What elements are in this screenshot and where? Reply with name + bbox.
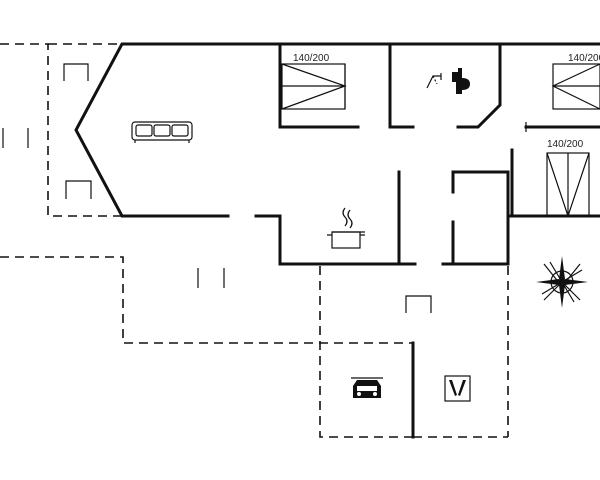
window-mark-carport: [197, 268, 225, 288]
bed-label-2: 140/200: [568, 53, 600, 64]
annex-outline: [319, 266, 413, 438]
window-marks: [2, 122, 527, 288]
car-icon: [351, 377, 383, 398]
wall-south-right: [441, 214, 600, 266]
wall-kitchen-bottom: [254, 214, 417, 266]
terrace-outline-left: [0, 43, 122, 217]
carport-outline: [0, 256, 413, 344]
bed-icon: [551, 63, 600, 110]
window-mark-left: [2, 128, 29, 148]
dashed-outlines: [0, 43, 509, 438]
wall-bathroom-right: [456, 42, 502, 129]
doorway-icon: [405, 295, 432, 313]
doorway-icon: [63, 63, 89, 81]
bed-icon: [546, 152, 590, 218]
walls: [74, 42, 600, 439]
doorway-icon: [63, 63, 432, 313]
cooking-pot-icon: [327, 207, 365, 249]
toilet-icon: [452, 68, 470, 94]
bed-icon: [281, 63, 347, 110]
compass-rose-icon: [536, 256, 588, 308]
shower-icon: [426, 73, 442, 89]
bed-label-1: 140/200: [293, 53, 330, 64]
ski-icon: [444, 375, 471, 402]
doorway-icon: [65, 180, 92, 199]
wall-living-outer: [74, 42, 600, 218]
wall-bedroom-1: [278, 42, 360, 129]
bed-label-3: 140/200: [547, 139, 584, 150]
wall-bathroom-left: [388, 42, 415, 129]
sofa-icon: [131, 121, 193, 143]
wall-hall-closet: [451, 170, 510, 218]
